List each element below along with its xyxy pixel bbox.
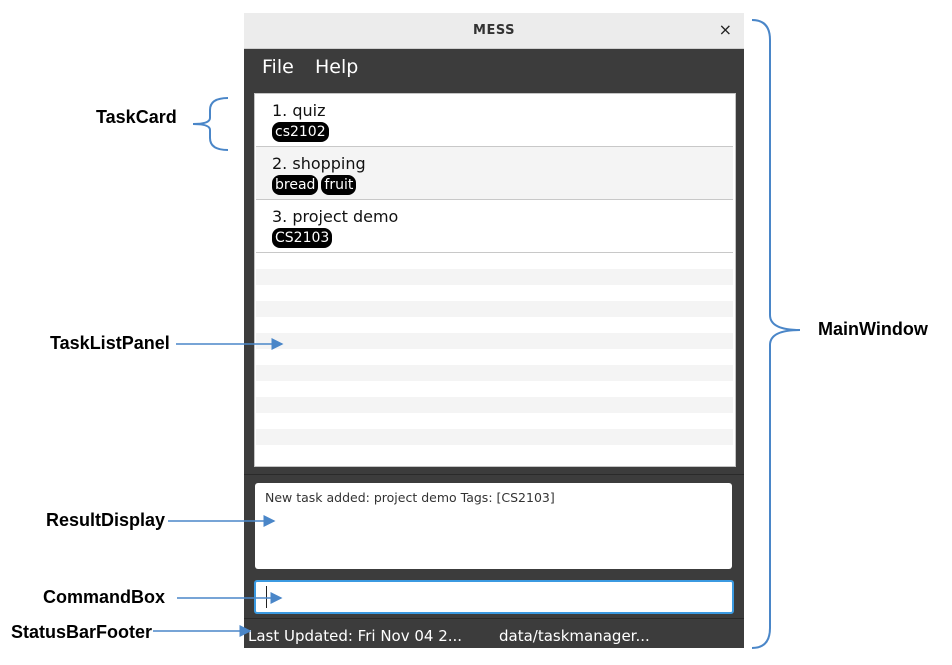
- result-text: New task added: project demo Tags: [CS21…: [265, 490, 555, 505]
- task-name: 1. quiz: [272, 101, 326, 120]
- menu-bar: File Help: [244, 49, 744, 85]
- empty-row: [256, 365, 733, 381]
- close-icon[interactable]: ×: [718, 20, 732, 39]
- empty-row: [256, 301, 733, 317]
- status-bar-footer: Last Updated: Fri Nov 04 2... data/taskm…: [244, 618, 744, 648]
- empty-row: [256, 269, 733, 285]
- tag-label: cs2102: [272, 122, 329, 142]
- main-window: MESS × File Help 1. quiz cs2102 2. shopp…: [244, 13, 744, 648]
- save-location-text: data/taskmanager...: [499, 627, 650, 645]
- task-card-brace: [192, 97, 229, 151]
- label-status-bar-footer: StatusBarFooter: [11, 622, 153, 642]
- task-name: 2. shopping: [272, 154, 366, 173]
- menu-file[interactable]: File: [262, 56, 294, 78]
- result-display-container: New task added: project demo Tags: [CS21…: [244, 474, 744, 574]
- label-task-list-panel: TaskListPanel: [50, 333, 170, 353]
- task-card[interactable]: 3. project demo CS2103: [256, 200, 733, 253]
- label-command-box: CommandBox: [43, 587, 166, 607]
- tag-label: bread: [272, 175, 319, 195]
- main-window-brace: [751, 19, 801, 649]
- task-tags: cs2102: [272, 121, 332, 142]
- title-bar: MESS ×: [244, 13, 744, 49]
- menu-help[interactable]: Help: [315, 56, 359, 78]
- command-box[interactable]: [254, 580, 734, 614]
- label-task-card: TaskCard: [96, 107, 177, 127]
- task-tags: CS2103: [272, 227, 335, 248]
- empty-row: [256, 397, 733, 413]
- task-card[interactable]: 1. quiz cs2102: [256, 94, 733, 147]
- text-caret: [266, 586, 267, 608]
- empty-row: [256, 429, 733, 445]
- empty-row: [256, 333, 733, 349]
- label-result-display: ResultDisplay: [46, 510, 166, 530]
- label-main-window: MainWindow: [818, 319, 928, 339]
- last-updated-text: Last Updated: Fri Nov 04 2...: [248, 627, 463, 645]
- window-title: MESS: [473, 23, 515, 38]
- task-name: 3. project demo: [272, 207, 399, 226]
- tag-label: CS2103: [272, 228, 333, 248]
- result-display: New task added: project demo Tags: [CS21…: [255, 483, 732, 569]
- tag-label: fruit: [321, 175, 357, 195]
